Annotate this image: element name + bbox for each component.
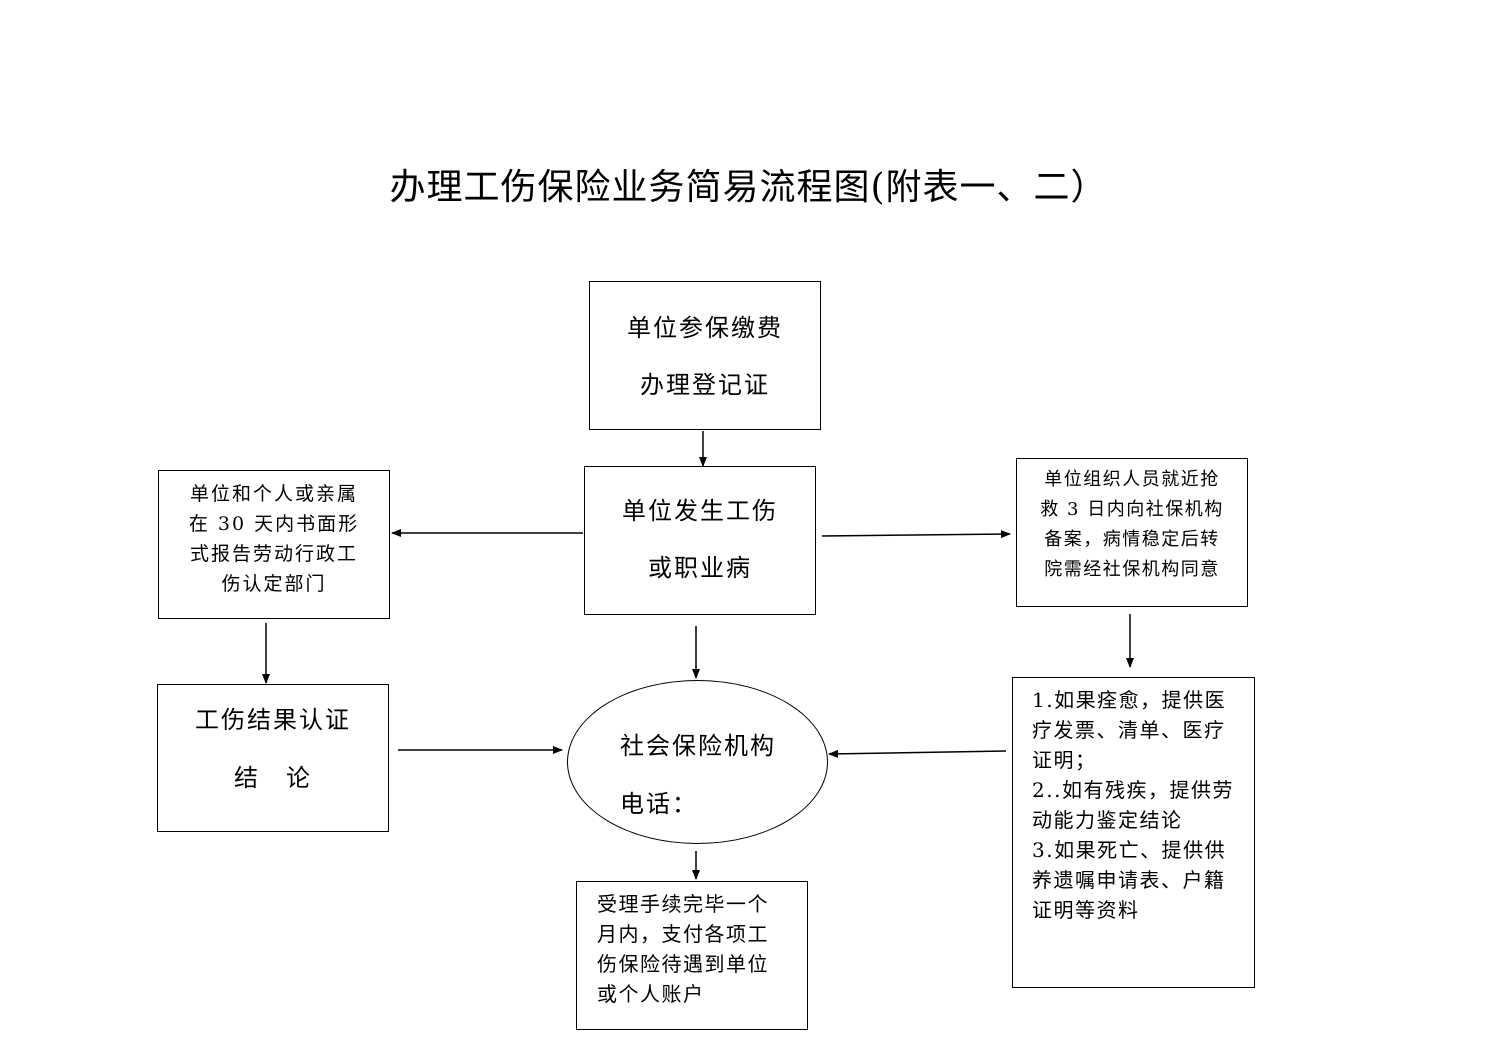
rescue-box: 单位组织人员就近抢 救 3 日内向社保机构 备案，病情稳定后转 院需经社保机构同… (1016, 458, 1248, 607)
rescue-line-1: 单位组织人员就近抢 (1044, 469, 1220, 490)
rescue-line-3: 备案，病情稳定后转 (1044, 529, 1220, 550)
payment-line-1: 受理手续完毕一个 (597, 892, 769, 916)
conclusion-line-1: 工伤结果认证 (195, 706, 351, 734)
report-line-2: 在 30 天内书面形 (188, 513, 360, 535)
payment-line-2: 月内，支付各项工 (597, 922, 769, 946)
report-box: 单位和个人或亲属 在 30 天内书面形 式报告劳动行政工 伤认定部门 (158, 470, 390, 619)
agency-line-2: 电话： (620, 790, 698, 818)
report-line-3: 式报告劳动行政工 (189, 543, 358, 565)
agency-line-1: 社会保险机构 (620, 732, 776, 760)
documents-line-3: 证明； (1032, 748, 1097, 772)
report-line-4: 伤认定部门 (221, 573, 327, 595)
conclusion-line-2: 结 论 (234, 764, 312, 792)
register-line-1: 单位参保缴费 (627, 314, 783, 342)
arrow-documents-to-agency (828, 749, 1007, 758)
injury-line-2: 或职业病 (648, 554, 752, 582)
documents-line-7: 养遗嘱申请表、户籍 (1032, 868, 1226, 892)
arrow-injury-to-rescue (821, 530, 1011, 539)
documents-line-8: 证明等资料 (1032, 898, 1140, 922)
injury-line-1: 单位发生工伤 (622, 497, 778, 525)
report-line-1: 单位和个人或亲属 (189, 483, 358, 505)
rescue-line-4: 院需经社保机构同意 (1044, 559, 1220, 580)
register-box: 单位参保缴费 办理登记证 (589, 281, 821, 430)
rescue-line-2: 救 3 日内向社保机构 (1040, 499, 1224, 520)
register-line-2: 办理登记证 (640, 371, 770, 399)
documents-line-2: 疗发票、清单、医疗 (1032, 718, 1226, 742)
payment-box: 受理手续完毕一个 月内，支付各项工 伤保险待遇到单位 或个人账户 (576, 881, 808, 1030)
payment-line-3: 伤保险待遇到单位 (597, 952, 769, 976)
injury-box: 单位发生工伤 或职业病 (584, 466, 816, 615)
payment-line-4: 或个人账户 (597, 982, 705, 1006)
documents-box: 1.如果痊愈，提供医 疗发票、清单、医疗 证明； 2..如有残疾，提供劳 动能力… (1012, 677, 1255, 988)
documents-line-5: 动能力鉴定结论 (1032, 808, 1183, 832)
agency-ellipse: 社会保险机构 电话： (567, 680, 828, 844)
documents-line-6: 3.如果死亡、提供供 (1032, 838, 1227, 862)
conclusion-box: 工伤结果认证 结 论 (157, 684, 389, 832)
documents-line-4: 2..如有残疾，提供劳 (1032, 778, 1234, 802)
page-title: 办理工伤保险业务简易流程图(附表一、二） (389, 167, 1108, 208)
documents-line-1: 1.如果痊愈，提供医 (1032, 688, 1227, 712)
